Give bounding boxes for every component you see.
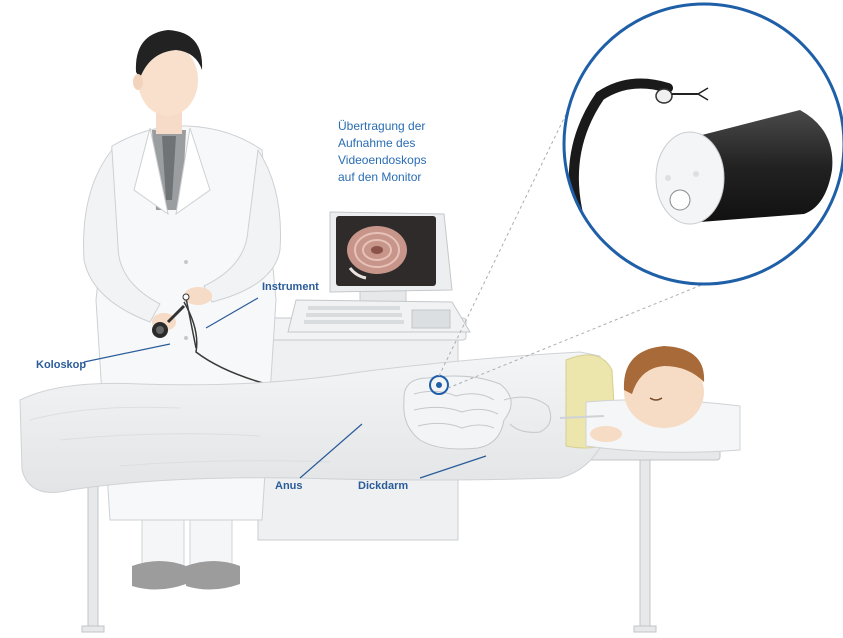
label-dickdarm: Dickdarm	[358, 480, 408, 492]
caption-line-1: Übertragung der	[338, 118, 488, 135]
video-monitor	[330, 212, 452, 304]
label-anus: Anus	[275, 480, 303, 492]
caption-line-3: Videoendoskops	[338, 152, 488, 169]
caption-line-4: auf den Monitor	[338, 169, 488, 186]
label-koloskop: Koloskop	[36, 359, 86, 371]
keyboard	[288, 300, 470, 332]
caption-line-2: Aufnahme des	[338, 135, 488, 152]
label-instrument: Instrument	[262, 281, 319, 293]
monitor-caption: Übertragung der Aufnahme des Videoendosk…	[338, 118, 488, 186]
zoom-detail-circle	[564, 4, 843, 284]
